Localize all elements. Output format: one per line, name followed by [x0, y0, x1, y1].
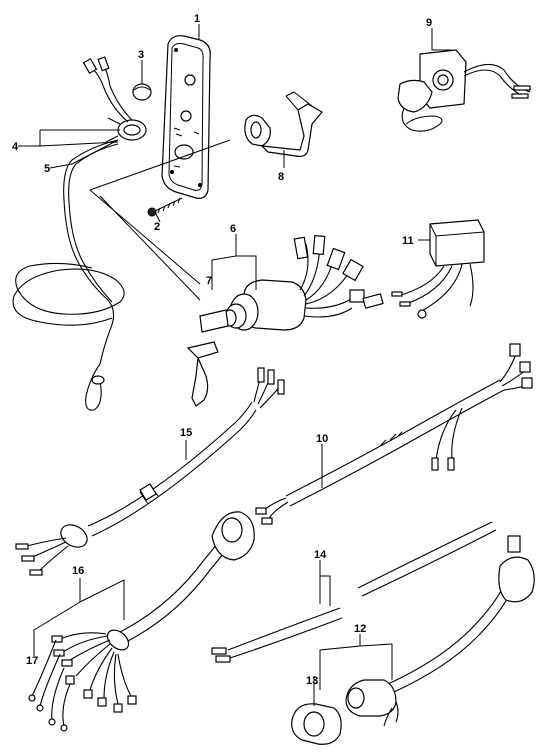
cables [211, 521, 497, 663]
callout-1: 1 [194, 13, 200, 25]
callout-5: 5 [44, 163, 50, 175]
callout-4: 4 [12, 141, 19, 153]
callout-leaders [18, 24, 452, 706]
callout-9: 9 [426, 17, 432, 29]
callout-11: 11 [402, 235, 414, 247]
callout-3: 3 [138, 49, 144, 61]
harness-left [15, 367, 285, 576]
callout-numbers: 1 2 3 4 5 6 7 8 9 10 11 12 13 14 15 16 1… [12, 13, 432, 687]
switch-assembly [397, 49, 531, 132]
connector-harness [291, 535, 535, 745]
callout-6: 6 [230, 223, 236, 235]
callout-2: 2 [154, 221, 160, 233]
harness-right [255, 343, 533, 525]
switch-panel [161, 35, 211, 199]
callout-15: 15 [180, 427, 192, 439]
ignition-switch [186, 234, 384, 407]
callout-14: 14 [314, 549, 327, 561]
callout-16: 16 [72, 565, 84, 577]
callout-13: 13 [306, 675, 318, 687]
harness-multi-lead [28, 511, 255, 732]
relay-box [391, 219, 485, 319]
panel-cap [132, 83, 152, 101]
callout-7: 7 [206, 275, 212, 287]
bracket [244, 91, 323, 157]
callout-10: 10 [316, 433, 328, 445]
callout-17: 17 [26, 655, 38, 667]
screw [147, 197, 183, 217]
stop-switch-with-lanyard [12, 56, 147, 411]
callout-12: 12 [354, 623, 366, 635]
callout-8: 8 [278, 171, 284, 183]
